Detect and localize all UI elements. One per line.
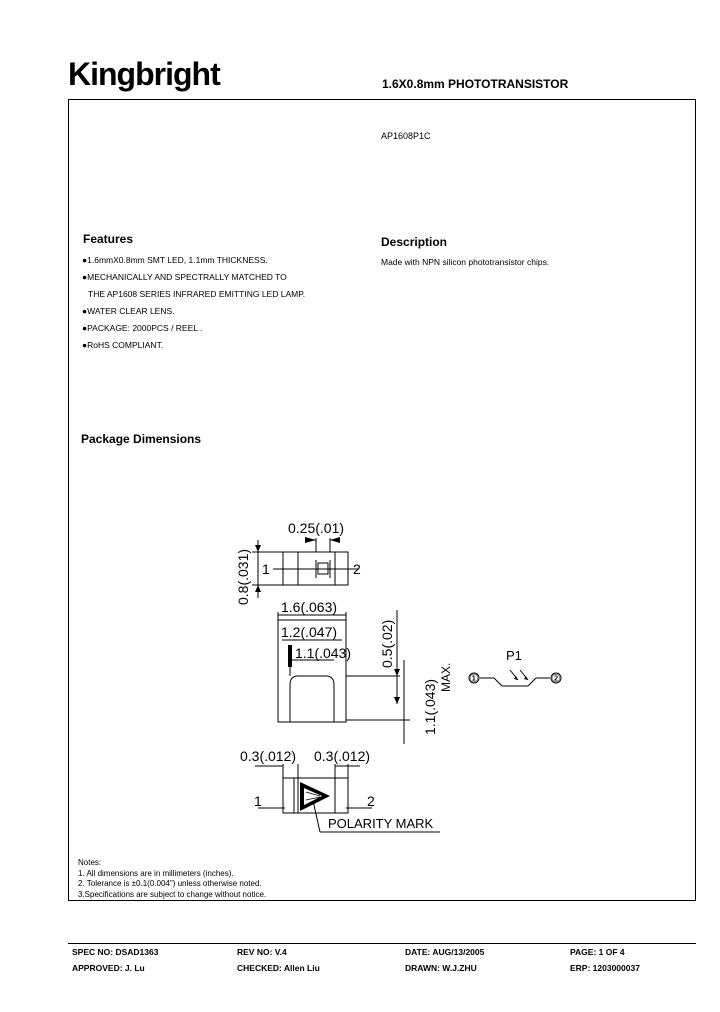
feature-item: ●WATER CLEAR LENS.: [82, 306, 175, 316]
dim-1-1-a: 1.1(.043): [295, 645, 351, 661]
erp-number: ERP: 1203000037: [570, 963, 640, 973]
schematic-pin-2: ②: [551, 673, 561, 685]
note-item: 1. All dimensions are in millimeters (in…: [78, 868, 234, 878]
dim-1-2: 1.2(.047): [281, 624, 337, 640]
schematic-symbol: [468, 669, 562, 687]
part-number: AP1608P1C: [381, 131, 431, 141]
approved-by: APPROVED: J. Lu: [72, 963, 145, 973]
pin-1-bottom-label: 1: [254, 793, 262, 809]
dim-0-3-b: 0.3(.012): [314, 748, 370, 764]
rev-no: REV NO: V.4: [237, 947, 287, 957]
spec-no: SPEC NO: DSAD1363: [72, 947, 159, 957]
checked-by: CHECKED: Allen Liu: [237, 963, 320, 973]
footer-divider: [68, 943, 696, 944]
schematic-pin-1: ①: [469, 673, 479, 685]
features-list: ●1.6mmX0.8mm SMT LED, 1.1mm THICKNESS. ●…: [82, 252, 305, 354]
notes-heading: Notes:: [78, 858, 102, 867]
feature-item: ●RoHS COMPLIANT.: [82, 340, 164, 350]
brand-logo: Kingbright: [68, 56, 221, 92]
description-text: Made with NPN silicon phototransistor ch…: [381, 257, 550, 267]
polarity-mark-label: POLARITY MARK: [328, 816, 434, 831]
dim-1-1-b: 1.1(.043): [422, 679, 438, 735]
content-frame: [68, 99, 696, 901]
document-title: 1.6X0.8mm PHOTOTRANSISTOR: [382, 77, 569, 91]
schematic-label: P1: [506, 648, 522, 663]
note-item: 2. Tolerance is ±0.1(0.004") unless othe…: [78, 879, 262, 888]
max-label: MAX.: [439, 663, 453, 692]
dim-0-5: 0.5(.02): [379, 620, 395, 668]
feature-item: ●PACKAGE: 2000PCS / REEL .: [82, 323, 203, 333]
dim-0-25: 0.25(.01): [288, 520, 344, 536]
description-heading: Description: [381, 235, 448, 249]
pin-2-bottom-label: 2: [367, 793, 375, 809]
package-dimensions-heading: Package Dimensions: [81, 432, 202, 446]
feature-item: THE AP1608 SERIES INFRARED EMITTING LED …: [88, 289, 306, 299]
date: DATE: AUG/13/2005: [405, 947, 485, 957]
dim-1-6: 1.6(.063): [281, 599, 337, 615]
feature-item: ●1.6mmX0.8mm SMT LED, 1.1mm THICKNESS.: [82, 255, 268, 265]
features-heading: Features: [83, 232, 134, 246]
feature-item: ●MECHANICALLY AND SPECTRALLY MATCHED TO: [82, 272, 287, 282]
note-item: 3.Specifications are subject to change w…: [78, 889, 267, 899]
drawn-by: DRAWN: W.J.ZHU: [405, 963, 477, 973]
pin-1-label: 1: [262, 561, 270, 577]
dim-0-8: 0.8(.031): [235, 549, 251, 605]
page-number: PAGE: 1 OF 4: [570, 947, 625, 957]
dim-0-3-a: 0.3(.012): [240, 748, 296, 764]
notes-block: Notes: 1. All dimensions are in millimet…: [78, 858, 266, 900]
pin-2-label: 2: [353, 561, 361, 577]
